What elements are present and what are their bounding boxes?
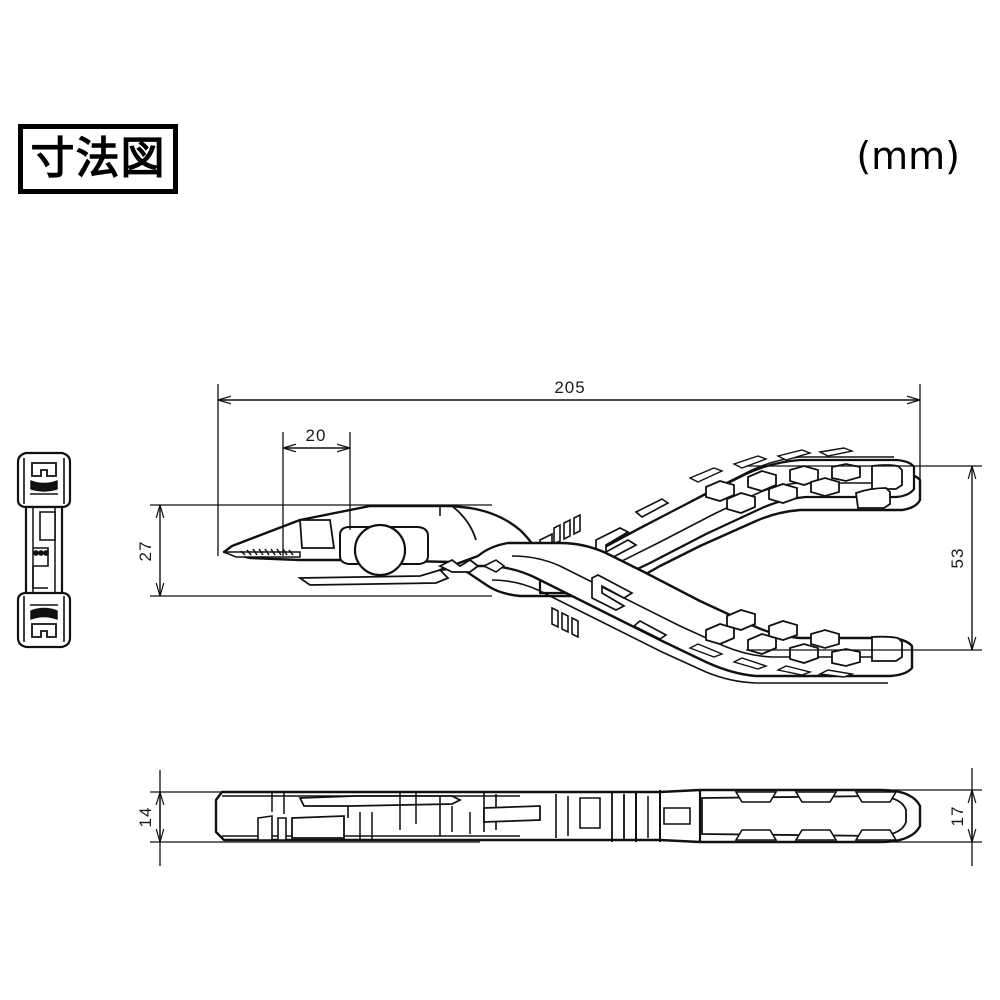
title-badge: 寸法図 [18, 124, 178, 194]
title-badge-label: 寸法図 [30, 133, 166, 184]
view-edge-profile [214, 788, 922, 844]
dimension-value-head-thickness: 14 [136, 807, 155, 828]
view-front-end [16, 451, 72, 649]
dimension-value-overall-length: 205 [554, 378, 585, 397]
view-side-plan [222, 447, 922, 684]
dimension-value-handle-spread: 53 [948, 548, 967, 569]
dimension-value-head-height: 27 [136, 541, 155, 562]
dimension-value-jaw-length: 20 [306, 426, 327, 445]
units-label: (mm) [856, 134, 960, 178]
dimension-labels: 205 20 27 53 14 17 [136, 378, 967, 827]
dimension-value-handle-thickness: 17 [948, 806, 967, 827]
dimension-lines [150, 384, 982, 866]
